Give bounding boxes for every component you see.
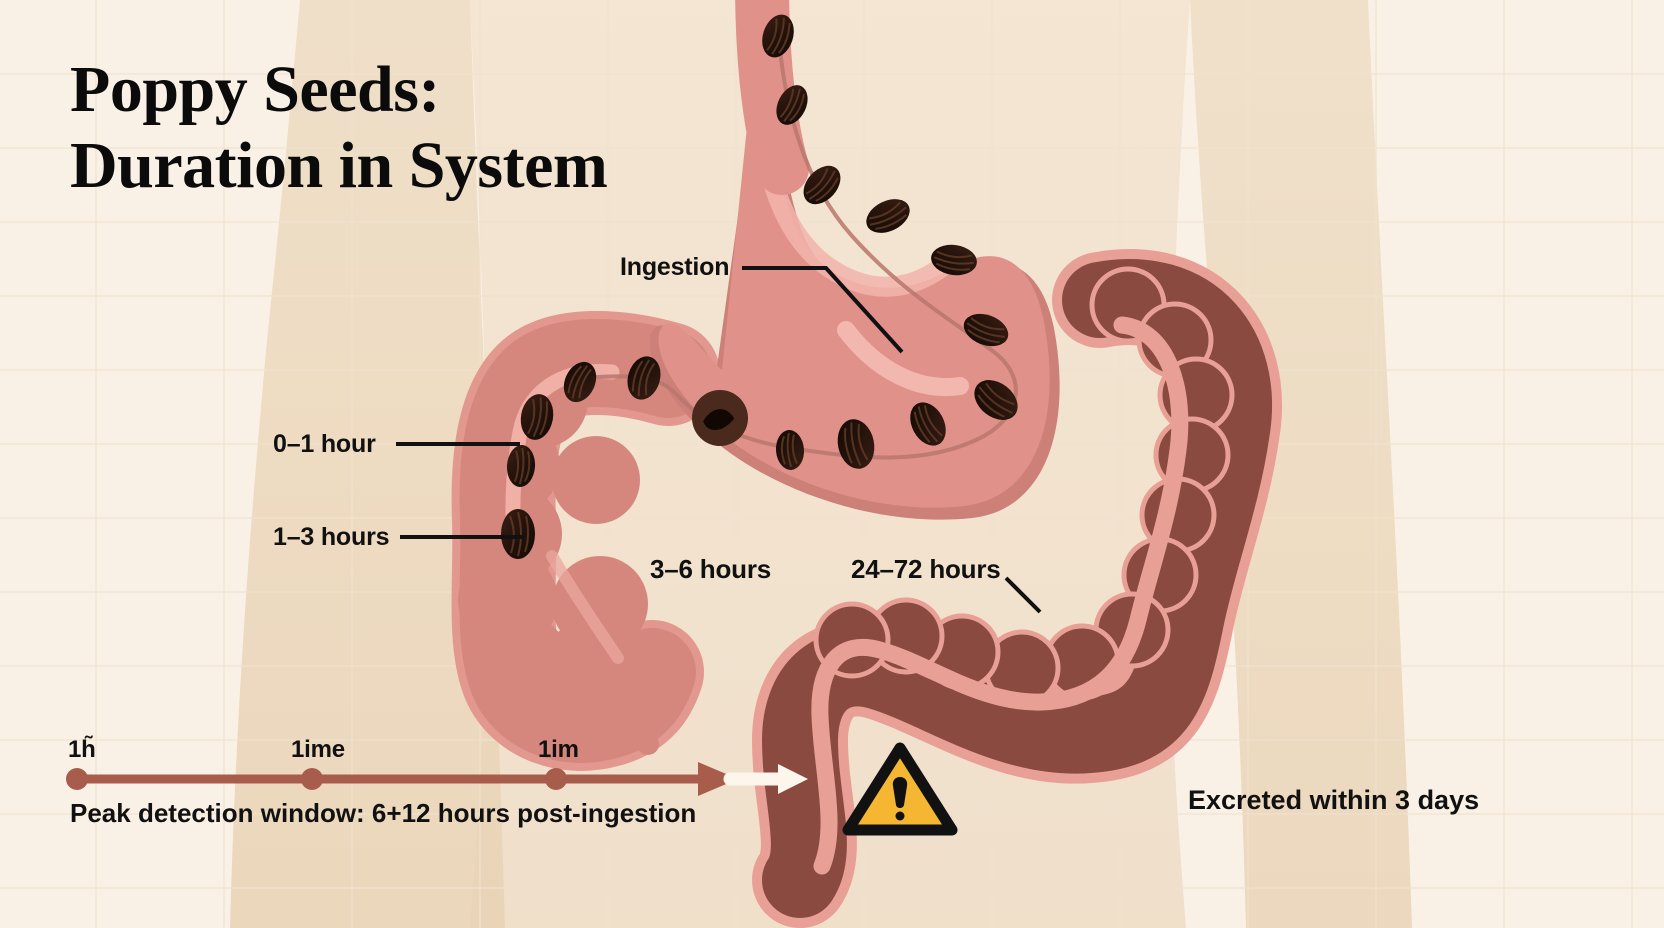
warning-triangle-icon[interactable] (842, 742, 958, 836)
timeline-tick-label-2: 1im (538, 736, 579, 763)
page-title: Poppy Seeds: Duration in System (70, 53, 608, 202)
label-ingestion: Ingestion (620, 253, 730, 281)
label-phase-0-1-hour: 0–1 hour (273, 430, 376, 458)
timeline-arrowhead (698, 762, 738, 796)
label-phase-1-3-hours: 1–3 hours (273, 523, 390, 551)
timeline-axis (66, 762, 808, 796)
poppy-seeds (501, 14, 1018, 559)
label-phase-24-72-hours: 24–72 hours (851, 554, 1001, 584)
timeline-tick-dot-1[interactable] (301, 768, 323, 790)
timeline-tick-dot-2[interactable] (545, 768, 567, 790)
seed-path (577, 27, 1018, 460)
timeline-tick-dot-0[interactable] (66, 768, 88, 790)
excreted-note: Excreted within 3 days (1188, 785, 1480, 815)
large-intestine (752, 249, 1282, 928)
esophagus (735, 0, 809, 195)
leader-line-phase-4 (1004, 576, 1042, 614)
timeline-caption: Peak detection window: 6+12 hours post-i… (70, 798, 697, 828)
label-phase-3-6-hours: 3–6 hours (650, 554, 772, 584)
leader-line-ingestion (742, 266, 904, 354)
timeline-tick-label-1: 1ime (291, 736, 345, 763)
timeline-tick-label-0: 1h̃ (68, 736, 96, 763)
